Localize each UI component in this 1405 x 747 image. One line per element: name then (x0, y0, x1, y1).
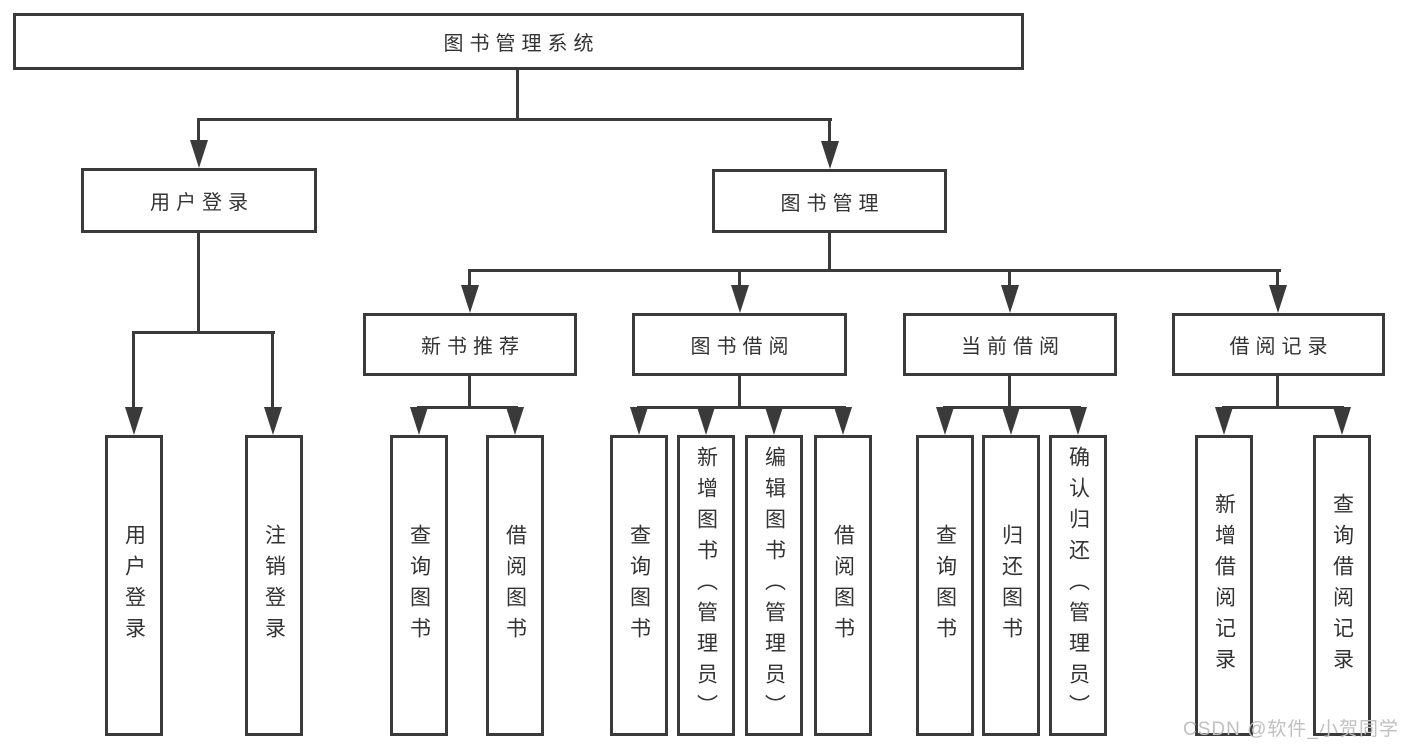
node-new-book-recommend-label: 新书推荐 (421, 336, 525, 358)
node-book-borrowing-label: 图书借阅 (690, 336, 795, 358)
leaf-logout-label: 注销登录 (262, 523, 286, 648)
leaf-borrow-books-recommend: 借阅图书 (486, 435, 544, 736)
connector-line (271, 333, 274, 408)
node-book-borrowing: 图书借阅 (632, 313, 847, 376)
leaf-logout: 注销登录 (245, 435, 303, 736)
leaf-return-books: 归还图书 (982, 435, 1040, 736)
leaf-query-books-recommend-label: 查询图书 (407, 523, 431, 648)
connector-line (132, 331, 275, 334)
leaf-edit-books-admin: 编辑图书（管理员） (745, 435, 803, 736)
connector-line (468, 376, 471, 408)
node-root: 图书管理系统 (13, 13, 1024, 70)
connector-line (417, 406, 518, 409)
watermark-text: CSDN @软件_小贺同学 (1183, 719, 1399, 740)
leaf-borrow-books-recommend-label: 借阅图书 (503, 523, 527, 648)
arrow-head (410, 407, 428, 435)
arrow-head (264, 407, 282, 435)
arrow-head (765, 407, 783, 435)
connector-line (1008, 271, 1011, 287)
connector-line (828, 233, 831, 272)
leaf-query-books-borrowing: 查询图书 (610, 435, 668, 736)
arrow-head (1269, 285, 1287, 313)
connector-line (828, 120, 831, 143)
arrow-head (936, 407, 954, 435)
arrow-head (731, 285, 749, 313)
leaf-confirm-return-admin: 确认归还（管理员） (1049, 435, 1107, 736)
connector-line (1276, 376, 1279, 408)
connector-line (197, 233, 200, 334)
node-user-login-label: 用户登录 (150, 192, 254, 214)
arrow-head (834, 407, 852, 435)
leaf-add-borrow-record: 新增借阅记录 (1195, 435, 1253, 736)
leaf-add-borrow-record-label: 新增借阅记录 (1212, 492, 1236, 679)
arrow-head (630, 407, 648, 435)
node-current-borrowing: 当前借阅 (903, 313, 1117, 376)
arrow-head (1333, 407, 1351, 435)
leaf-borrow-books-borrowing: 借阅图书 (814, 435, 872, 736)
leaf-borrow-books-borrowing-label: 借阅图书 (831, 523, 855, 648)
connector-line (197, 120, 200, 142)
arrow-head (190, 140, 208, 168)
leaf-confirm-return-admin-label: 确认归还（管理员） (1066, 446, 1090, 725)
leaf-query-books-current-label: 查询图书 (933, 523, 957, 648)
connector-line (132, 333, 135, 408)
node-current-borrowing-label: 当前借阅 (961, 336, 1065, 358)
node-borrow-records-label: 借阅记录 (1229, 336, 1334, 358)
leaf-query-books-current: 查询图书 (916, 435, 974, 736)
leaf-user-login-label: 用户登录 (122, 523, 146, 648)
leaf-query-borrow-record: 查询借阅记录 (1313, 435, 1371, 736)
connector-line (738, 271, 741, 287)
connector-line (468, 269, 1281, 272)
leaf-return-books-label: 归还图书 (999, 523, 1023, 648)
node-book-management: 图书管理 (712, 169, 947, 233)
arrow-head (1002, 407, 1020, 435)
node-book-management-label: 图书管理 (780, 192, 885, 215)
leaf-user-login: 用户登录 (105, 435, 163, 736)
connector-line (1276, 271, 1279, 287)
connector-line (738, 376, 741, 408)
arrow-head (125, 407, 143, 435)
arrow-head (1001, 285, 1019, 313)
node-borrow-records: 借阅记录 (1172, 313, 1385, 376)
node-user-login: 用户登录 (81, 168, 317, 233)
node-root-label: 图书管理系统 (443, 33, 600, 55)
arrow-head (1215, 407, 1233, 435)
leaf-add-books-admin-label: 新增图书（管理员） (694, 446, 718, 725)
connector-line (637, 406, 846, 409)
arrow-head (461, 285, 479, 313)
arrow-head (1069, 407, 1087, 435)
connector-line (197, 118, 832, 121)
node-new-book-recommend: 新书推荐 (363, 313, 577, 376)
connector-line (1222, 406, 1344, 409)
connector-line (468, 271, 471, 287)
arrow-head (697, 407, 715, 435)
leaf-query-books-borrowing-label: 查询图书 (627, 523, 651, 648)
arrow-head (821, 141, 839, 169)
arrow-head (506, 407, 524, 435)
leaf-add-books-admin: 新增图书（管理员） (677, 435, 735, 736)
leaf-query-borrow-record-label: 查询借阅记录 (1330, 492, 1354, 679)
leaf-query-books-recommend: 查询图书 (390, 435, 448, 736)
connector-line (516, 70, 519, 120)
leaf-edit-books-admin-label: 编辑图书（管理员） (762, 446, 786, 725)
connector-line (1008, 376, 1011, 408)
